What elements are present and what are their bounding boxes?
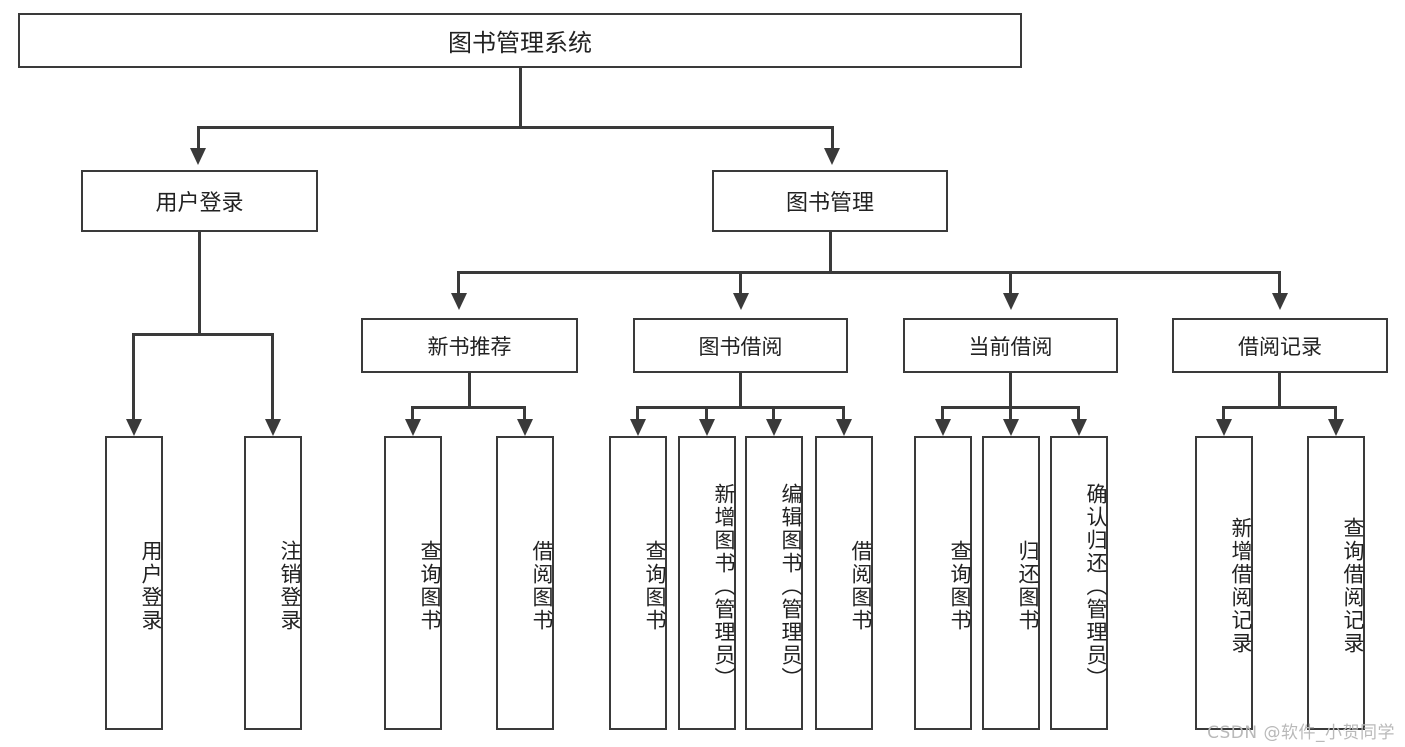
leaf-query-borrow-record[interactable]: 查询借阅记录 <box>1307 436 1365 730</box>
arrowhead-new-book-rec <box>451 293 467 310</box>
leaf-return-book[interactable]: 归还图书 <box>982 436 1040 730</box>
leaf-user-login[interactable]: 用户登录 <box>105 436 163 730</box>
node-label: 查询借阅记录 <box>1341 517 1365 655</box>
connector-br-child-1 <box>1222 406 1225 419</box>
connector-root-bus <box>197 126 834 129</box>
node-label: 确认归还（管理员） <box>1084 482 1108 690</box>
node-new-book-recommend[interactable]: 新书推荐 <box>361 318 578 373</box>
node-root-system[interactable]: 图书管理系统 <box>18 13 1022 68</box>
node-book-borrow[interactable]: 图书借阅 <box>633 318 848 373</box>
connector-user-login-bus <box>132 333 273 336</box>
connector-to-borrow-record <box>1278 271 1281 293</box>
node-label: 借阅图书 <box>530 540 554 632</box>
connector-to-book-borrow <box>739 271 742 293</box>
leaf-query-book-new[interactable]: 查询图书 <box>384 436 442 730</box>
connector-borrow-record-bus <box>1222 406 1337 409</box>
connector-book-borrow-bus <box>636 406 844 409</box>
connector-bb-child-3 <box>772 406 775 419</box>
connector-book-mgmt-bus <box>457 271 1281 274</box>
arrowhead-bb-child-4 <box>836 419 852 436</box>
node-label: 用户登录 <box>155 191 244 216</box>
arrowhead-borrow-record <box>1272 293 1288 310</box>
arrowhead-root-to-book-mgmt <box>824 148 840 165</box>
connector-current-borrow-stem <box>1009 373 1012 408</box>
node-label: 查询图书 <box>643 540 667 632</box>
connector-new-book-rec-stem <box>468 373 471 408</box>
node-book-management[interactable]: 图书管理 <box>712 170 948 232</box>
node-label: 借阅图书 <box>849 540 873 632</box>
arrowhead-root-to-user-login <box>190 148 206 165</box>
connector-root-stem <box>519 68 522 128</box>
arrowhead-bb-child-2 <box>699 419 715 436</box>
leaf-add-book-admin[interactable]: 新增图书（管理员） <box>678 436 736 730</box>
leaf-query-book-borrow[interactable]: 查询图书 <box>609 436 667 730</box>
connector-nbr-child-2 <box>523 406 526 419</box>
node-label: 图书借阅 <box>698 334 783 359</box>
connector-new-book-rec-bus <box>411 406 526 409</box>
arrowhead-book-borrow <box>733 293 749 310</box>
node-label: 归还图书 <box>1016 540 1040 632</box>
node-label: 注销登录 <box>278 540 302 632</box>
arrowhead-nbr-child-1 <box>405 419 421 436</box>
arrowhead-cb-child-3 <box>1071 419 1087 436</box>
node-label: 编辑图书（管理员） <box>779 482 803 690</box>
connector-root-to-user-login <box>197 126 200 148</box>
arrowhead-cb-child-2 <box>1003 419 1019 436</box>
arrowhead-cb-child-1 <box>935 419 951 436</box>
node-user-login[interactable]: 用户登录 <box>81 170 318 232</box>
leaf-add-borrow-record[interactable]: 新增借阅记录 <box>1195 436 1253 730</box>
leaf-borrow-book[interactable]: 借阅图书 <box>815 436 873 730</box>
node-label: 用户登录 <box>139 540 163 632</box>
node-label: 查询图书 <box>418 540 442 632</box>
connector-bb-child-4 <box>842 406 845 419</box>
node-label: 新书推荐 <box>427 334 512 359</box>
arrowhead-leaf-user-login <box>126 419 142 436</box>
connector-to-current-borrow <box>1009 271 1012 293</box>
connector-cb-child-3 <box>1077 406 1080 419</box>
arrowhead-leaf-logout <box>265 419 281 436</box>
leaf-borrow-book-new[interactable]: 借阅图书 <box>496 436 554 730</box>
node-label: 查询图书 <box>948 540 972 632</box>
node-current-borrow[interactable]: 当前借阅 <box>903 318 1118 373</box>
node-label: 当前借阅 <box>968 334 1053 359</box>
node-label: 借阅记录 <box>1238 334 1322 359</box>
node-label: 新增借阅记录 <box>1229 517 1253 655</box>
connector-nbr-child-1 <box>411 406 414 419</box>
arrowhead-bb-child-1 <box>630 419 646 436</box>
connector-user-login-stem <box>198 232 201 335</box>
connector-book-borrow-stem <box>739 373 742 408</box>
connector-cb-child-2 <box>1009 406 1012 419</box>
connector-bb-child-2 <box>705 406 708 419</box>
connector-cb-child-1 <box>941 406 944 419</box>
node-label: 图书管理 <box>785 191 874 216</box>
node-label: 新增图书（管理员） <box>712 482 736 690</box>
leaf-confirm-return-admin[interactable]: 确认归还（管理员） <box>1050 436 1108 730</box>
node-borrow-record[interactable]: 借阅记录 <box>1172 318 1388 373</box>
node-label: 图书管理系统 <box>448 29 592 57</box>
leaf-edit-book-admin[interactable]: 编辑图书（管理员） <box>745 436 803 730</box>
arrowhead-bb-child-3 <box>766 419 782 436</box>
connector-to-new-book-rec <box>457 271 460 293</box>
arrowhead-current-borrow <box>1003 293 1019 310</box>
arrowhead-br-child-1 <box>1216 419 1232 436</box>
arrowhead-nbr-child-2 <box>517 419 533 436</box>
connector-user-login-child-1 <box>132 333 135 419</box>
connector-user-login-child-2 <box>271 333 274 419</box>
connector-book-mgmt-stem <box>829 232 832 273</box>
connector-br-child-2 <box>1334 406 1337 419</box>
arrowhead-br-child-2 <box>1328 419 1344 436</box>
connector-root-to-book-mgmt <box>831 126 834 148</box>
watermark: CSDN @软件_小贺同学 <box>1207 723 1395 743</box>
connector-borrow-record-stem <box>1278 373 1281 408</box>
connector-bb-child-1 <box>636 406 639 419</box>
leaf-logout[interactable]: 注销登录 <box>244 436 302 730</box>
leaf-query-book-current[interactable]: 查询图书 <box>914 436 972 730</box>
